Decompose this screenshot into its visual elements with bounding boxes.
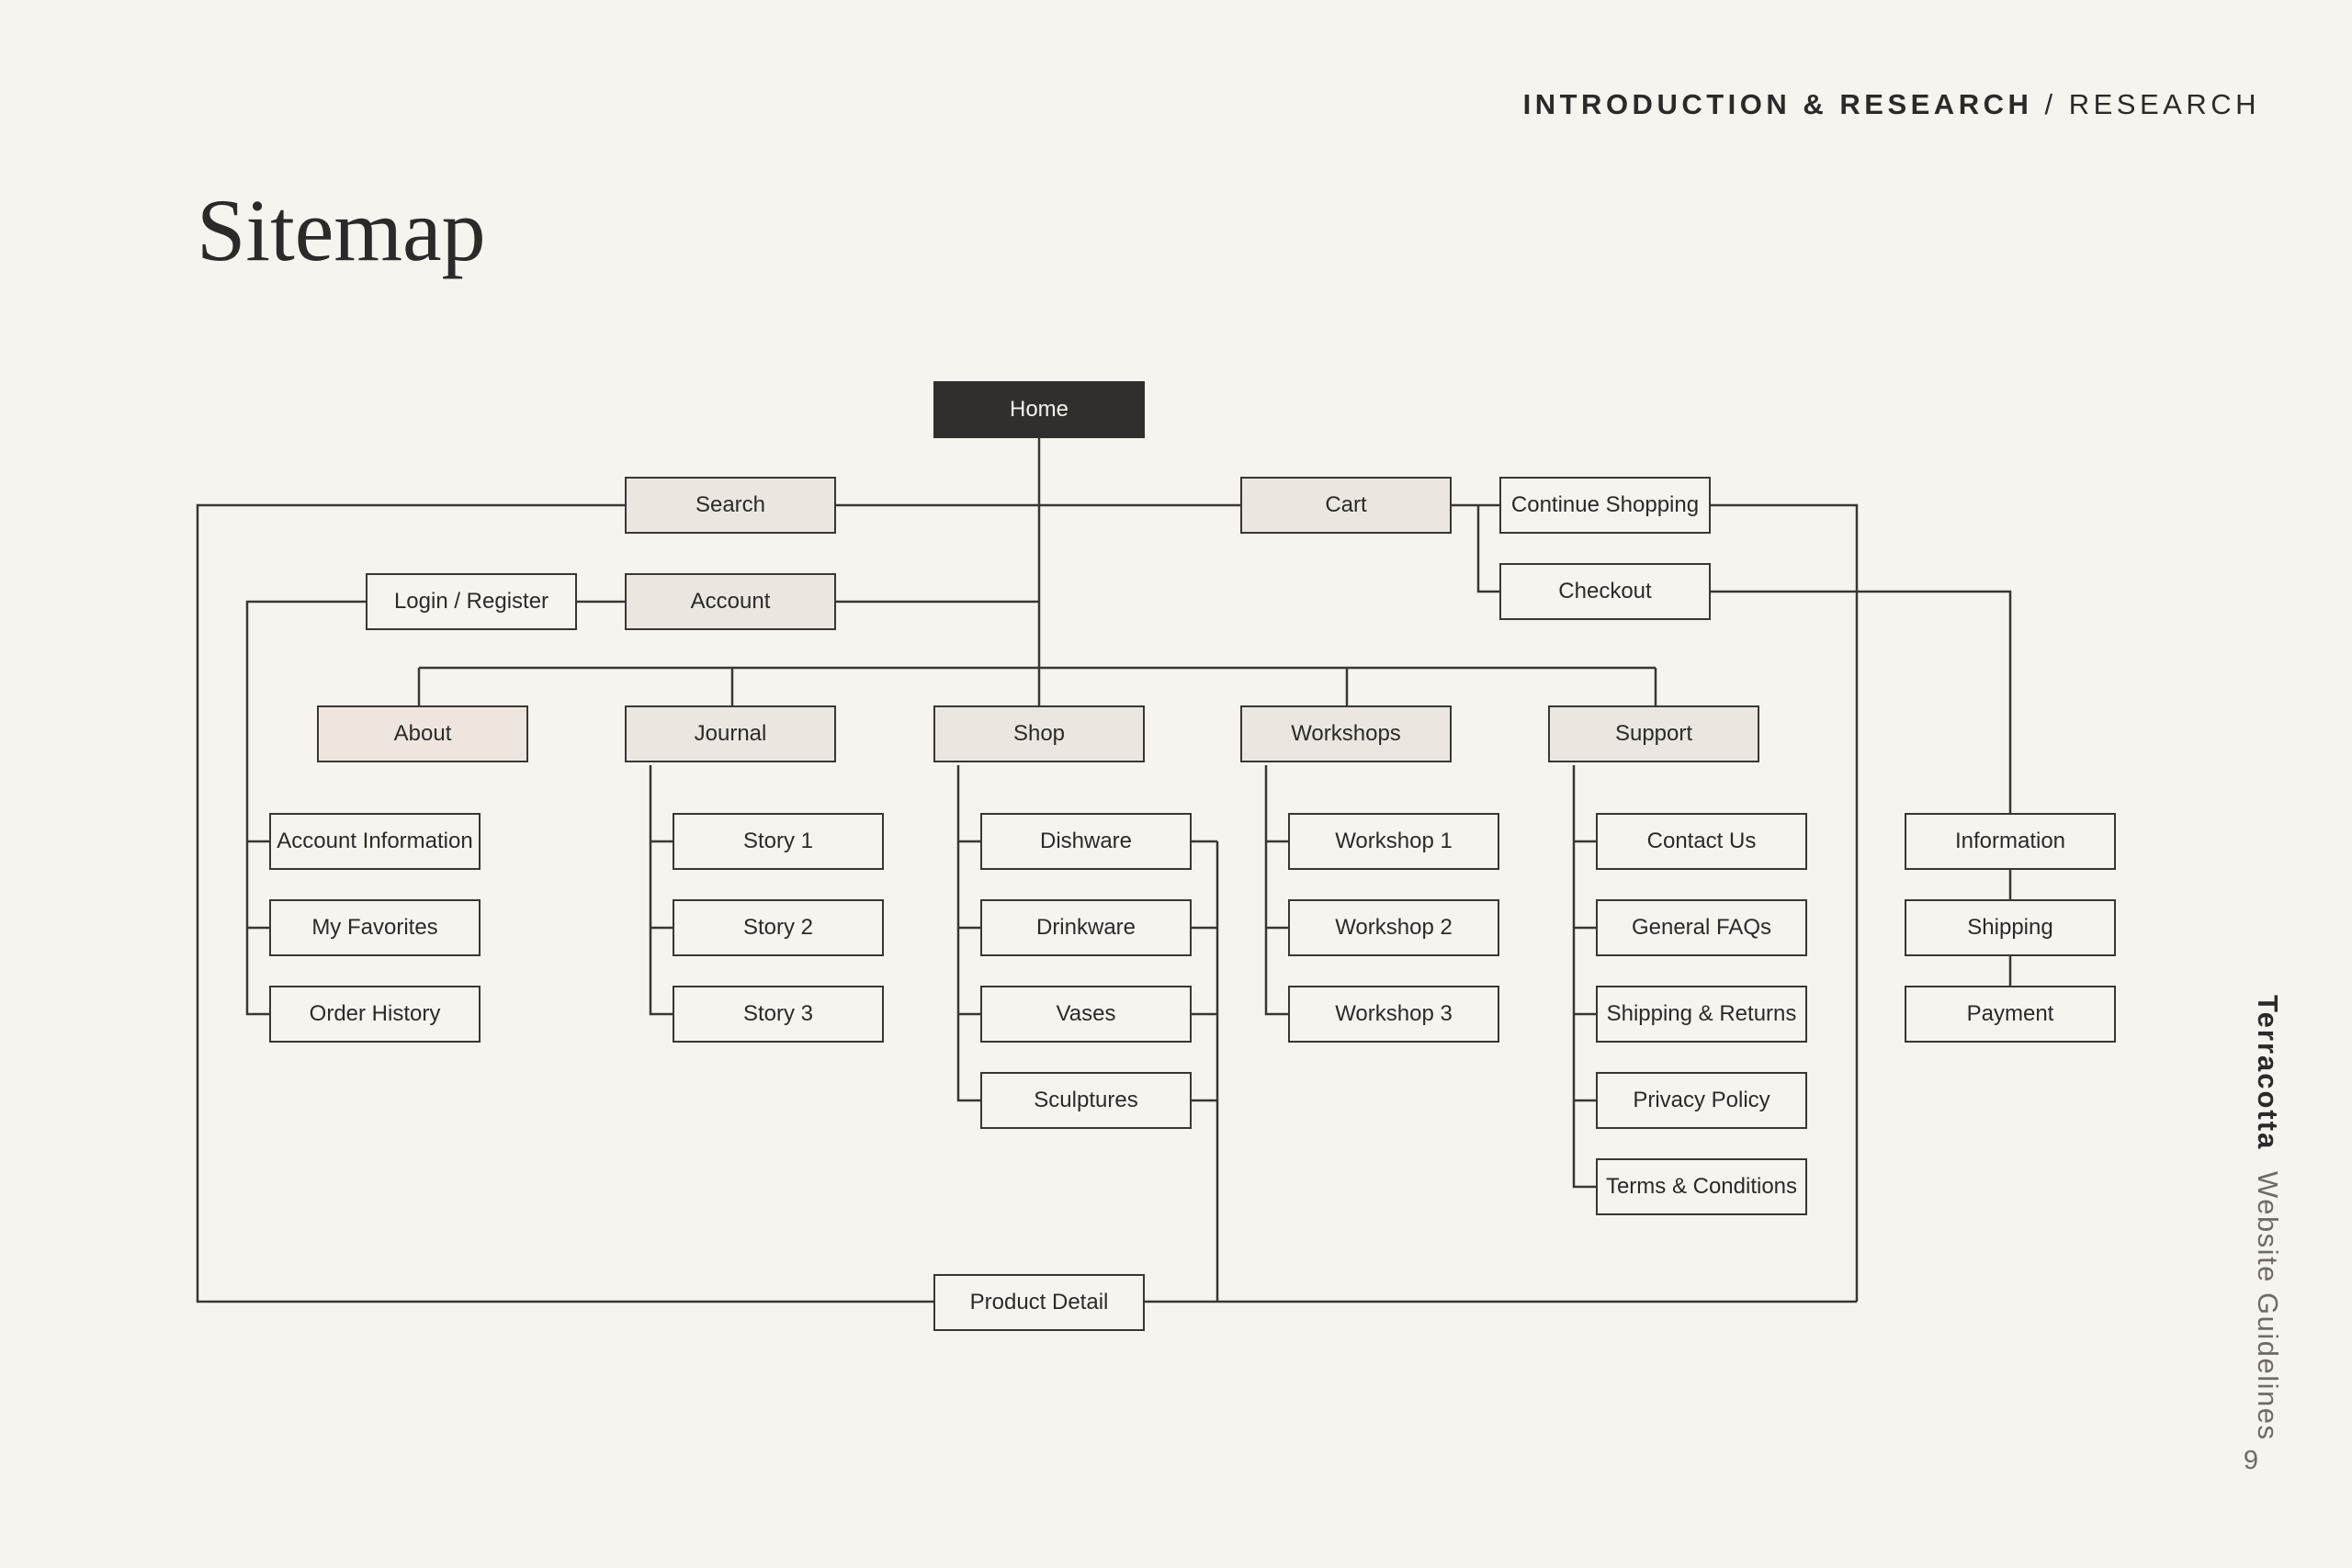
cart-node: Cart [1240,477,1452,534]
workshop-2-node: Workshop 2 [1288,899,1499,956]
breadcrumb-separator: / [2044,88,2057,120]
breadcrumb-section: INTRODUCTION & RESEARCH [1522,88,2033,120]
account-node: Account [625,573,836,630]
page-number: 9 [2243,1446,2259,1475]
journal-node: Journal [625,705,836,762]
product-detail-node: Product Detail [933,1274,1145,1331]
story-3-node: Story 3 [673,986,884,1043]
terms-conditions-node: Terms & Conditions [1596,1158,1807,1215]
breadcrumb: INTRODUCTION & RESEARCH / RESEARCH [1523,88,2260,121]
drinkware-node: Drinkware [980,899,1192,956]
brand-name: Terracotta [2252,995,2284,1151]
vases-node: Vases [980,986,1192,1043]
checkout-node: Checkout [1499,563,1711,620]
payment-node: Payment [1905,986,2116,1043]
general-faqs-node: General FAQs [1596,899,1807,956]
breadcrumb-page: RESEARCH [2068,88,2260,120]
shipping-returns-node: Shipping & Returns [1596,986,1807,1043]
brand-subtitle: Website Guidelines [2252,1170,2284,1441]
my-favorites-node: My Favorites [269,899,481,956]
story-1-node: Story 1 [673,813,884,870]
contact-us-node: Contact Us [1596,813,1807,870]
order-history-node: Order History [269,986,481,1043]
workshop-3-node: Workshop 3 [1288,986,1499,1043]
home-node: Home [933,381,1145,438]
search-node: Search [625,477,836,534]
privacy-policy-node: Privacy Policy [1596,1072,1807,1129]
side-brand: Terracotta Website Guidelines [2247,995,2284,1440]
shipping-node: Shipping [1905,899,2116,956]
story-2-node: Story 2 [673,899,884,956]
workshop-1-node: Workshop 1 [1288,813,1499,870]
continue-shopping-node: Continue Shopping [1499,477,1711,534]
support-node: Support [1548,705,1759,762]
account-information-node: Account Information [269,813,481,870]
about-node: About [317,705,528,762]
shop-node: Shop [933,705,1145,762]
workshops-node: Workshops [1240,705,1452,762]
sculptures-node: Sculptures [980,1072,1192,1129]
information-node: Information [1905,813,2116,870]
dishware-node: Dishware [980,813,1192,870]
login-register-node: Login / Register [366,573,577,630]
page-title: Sitemap [197,181,486,279]
